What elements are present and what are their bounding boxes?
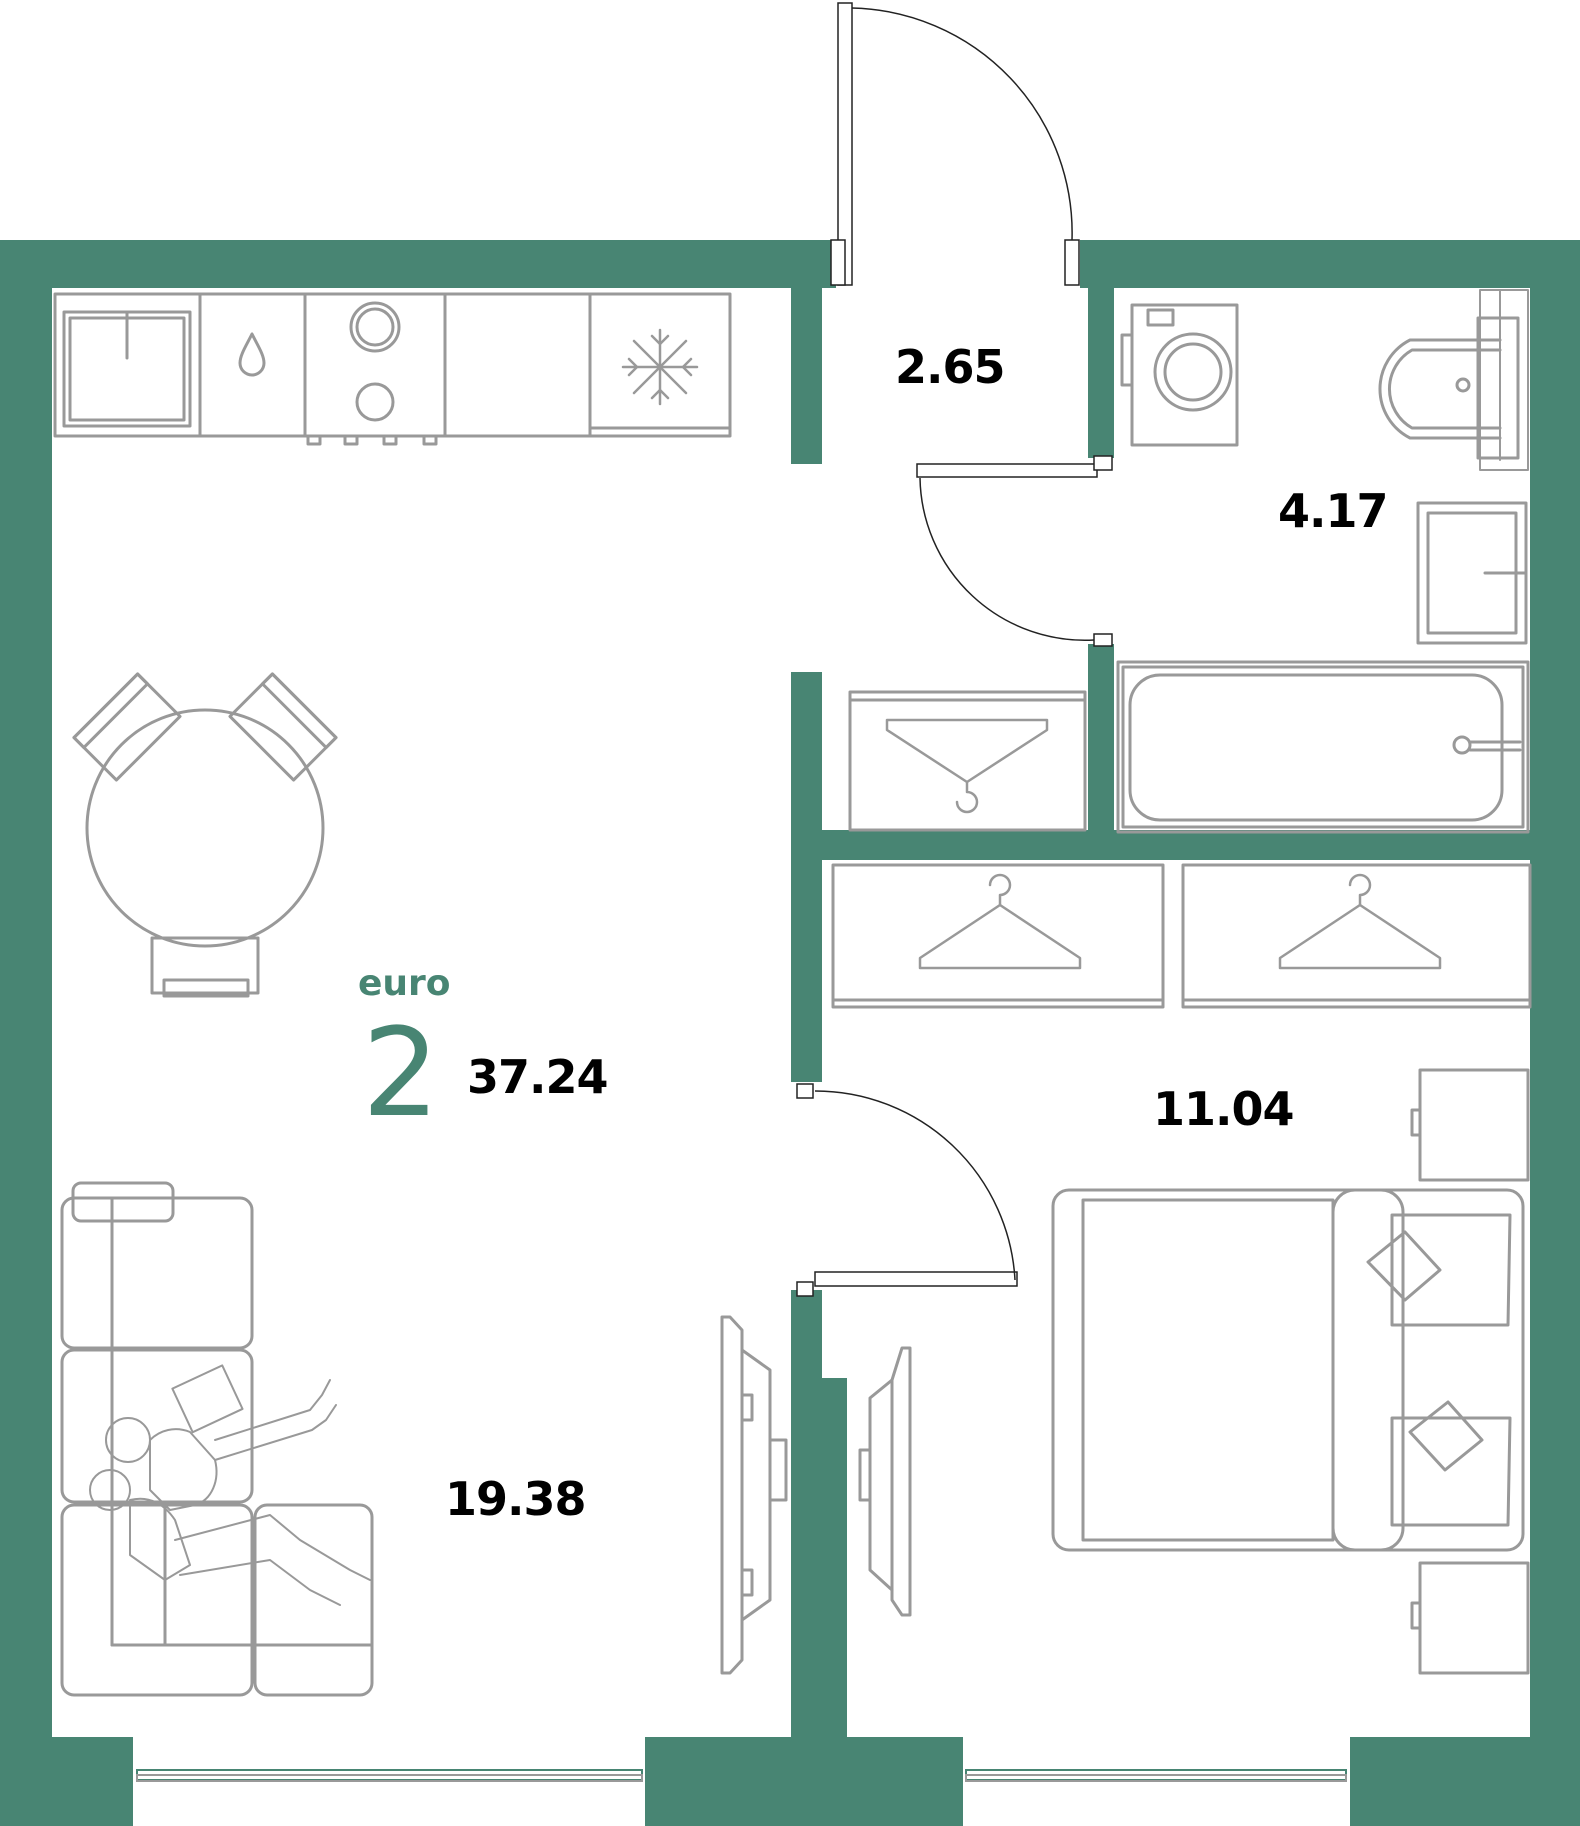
bedroom-wardrobe <box>831 863 1532 1009</box>
tv-stand <box>720 1315 788 1675</box>
room-area-living-kitchen: 19.38 <box>445 1472 587 1526</box>
total-area: 37.24 <box>467 1050 609 1104</box>
washing-machine-icon <box>1120 303 1239 447</box>
toilet-icon <box>1378 316 1520 460</box>
hanger-icon <box>918 873 1442 970</box>
bathroom-wall-panel <box>1479 289 1529 471</box>
room-area-bathroom: 4.17 <box>1278 484 1388 538</box>
bathroom-door[interactable] <box>916 455 1113 647</box>
apartment-type-label: euro <box>358 963 451 1004</box>
window-bedroom <box>965 1769 1347 1782</box>
bed <box>1051 1188 1525 1552</box>
room-count: 2 <box>362 1002 440 1144</box>
dining-table <box>85 708 325 948</box>
sink-icon <box>62 310 192 428</box>
sink-icon <box>1416 501 1528 645</box>
nightstand <box>1410 1068 1530 1675</box>
walls <box>0 240 1580 1826</box>
snowflake-icon <box>621 328 699 406</box>
dining-chair <box>72 672 338 998</box>
room-area-bedroom: 11.04 <box>1153 1082 1295 1136</box>
hanger-icon <box>885 718 1049 814</box>
stove-icon <box>306 301 438 446</box>
water-drop-icon <box>238 332 266 377</box>
room-area-hallway: 2.65 <box>895 340 1005 394</box>
window-living <box>136 1769 643 1782</box>
hallway-wardrobe <box>848 690 1087 832</box>
bathtub-icon <box>1116 660 1530 834</box>
people-illustration <box>89 1364 371 1606</box>
bedroom-door[interactable] <box>796 1083 1018 1297</box>
tv-stand <box>858 1346 912 1617</box>
entrance-door[interactable] <box>830 2 1080 286</box>
kitchen-counter <box>53 292 732 438</box>
